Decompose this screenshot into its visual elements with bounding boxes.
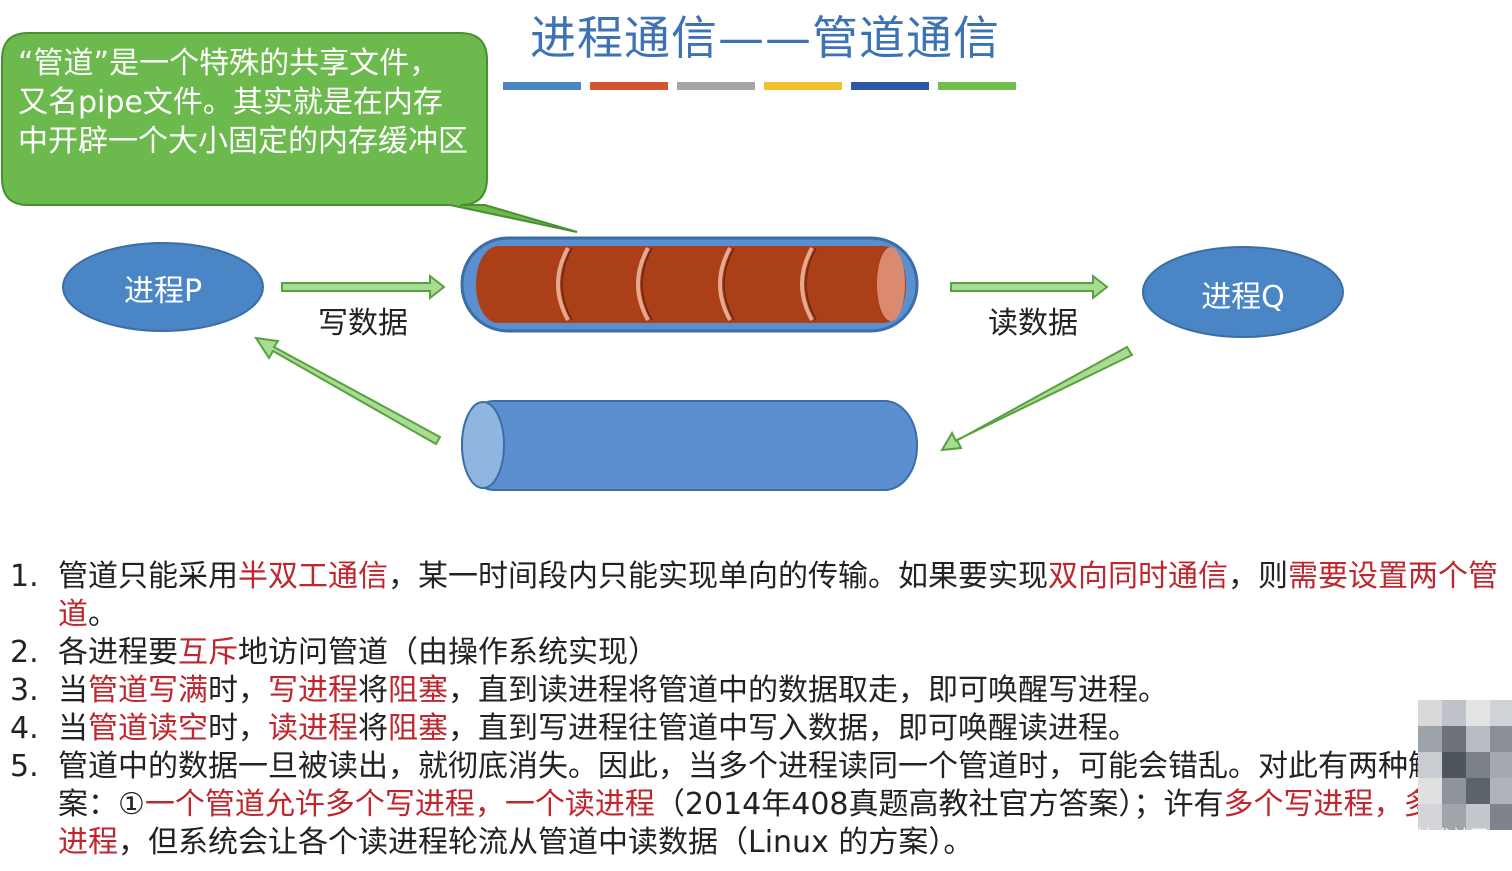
note-number: 3. (10, 673, 39, 708)
note-highlight: 阻塞 (388, 673, 448, 708)
note-text: 时， (208, 711, 268, 746)
write-arrow (281, 273, 446, 301)
notes-list: 1. 管道只能采用半双工通信，某一时间段内只能实现单向的传输。如果要实现双向同时通… (10, 558, 1510, 862)
write-data-label: 写数据 (318, 306, 408, 341)
note-highlight: 需要设置两个管道 (58, 559, 1498, 632)
title-color-bar (938, 82, 1016, 90)
note-text: 当 (58, 673, 88, 708)
title-color-bar (851, 82, 929, 90)
return-arrow-left (253, 336, 442, 446)
note-highlight: 互斥 (178, 635, 238, 670)
note-item: 2. 各进程要互斥地访问管道（由操作系统实现） (10, 634, 1510, 672)
title-color-bar (677, 82, 755, 90)
process-q-label: 进程Q (1201, 280, 1285, 315)
title-color-bar (764, 82, 842, 90)
process-p-label: 进程P (123, 274, 203, 309)
note-text: 将 (358, 673, 388, 708)
note-highlight: 阻塞 (388, 711, 448, 746)
note-item: 4. 当管道读空时，读进程将阻塞，直到写进程往管道中写入数据，即可唤醒读进程。 (10, 710, 1510, 748)
note-number: 5. (10, 749, 39, 784)
note-text: 管道只能采用 (58, 559, 238, 594)
top-pipe (460, 236, 919, 333)
note-text: ，某一时间段内只能实现单向的传输。如果要实现 (388, 559, 1048, 594)
blurred-region (1418, 700, 1512, 830)
note-highlight: 半双工通信 (238, 559, 388, 594)
note-text: 各进程要 (58, 635, 178, 670)
note-item: 5. 管道中的数据一旦被读出，就彻底消失。因此，当多个进程读同一个管道时，可能会错… (10, 748, 1510, 862)
callout-bubble (0, 32, 578, 233)
note-item: 3. 当管道写满时，写进程将阻塞，直到读进程将管道中的数据取走，即可唤醒写进程。 (10, 672, 1510, 710)
note-number: 2. (10, 635, 39, 670)
note-text: ，但系统会让各个读进程轮流从管道中读数据（Linux 的方案）。 (118, 825, 974, 860)
read-arrow (950, 273, 1109, 301)
note-text: 当 (58, 711, 88, 746)
note-text: 管道中的数据一旦被读出，就彻底消失。因此，当多个进程读同一个管道时，可能会错乱。… (58, 749, 1498, 822)
process-q-ellipse (1142, 246, 1344, 338)
callout-text: “管道”是一个特殊的共享文件，又名pipe文件。其实就是在内存中开辟一个大小固定… (18, 46, 468, 159)
note-highlight: 管道写满 (88, 673, 208, 708)
title-color-bar (503, 82, 581, 90)
title-color-bar (590, 82, 668, 90)
watermark: @稀土掘金技术社区 (1326, 827, 1488, 848)
note-highlight: 双向同时通信 (1048, 559, 1228, 594)
process-p-ellipse (62, 242, 264, 332)
note-text: （2014年408真题高教社官方答案）；许有 (654, 787, 1224, 822)
note-text: ，直到读进程将管道中的数据取走，即可唤醒写进程。 (448, 673, 1168, 708)
slide-title: 进程通信——管道通信 (530, 11, 1000, 65)
note-highlight: 读进程 (268, 711, 358, 746)
pipe-diagram (0, 32, 1344, 491)
note-text: 将 (358, 711, 388, 746)
note-highlight: 管道读空 (88, 711, 208, 746)
note-number: 4. (10, 711, 39, 746)
return-arrow-right (940, 345, 1134, 452)
note-text: 。 (88, 597, 118, 632)
note-text: ，则 (1228, 559, 1288, 594)
note-highlight: 写进程 (268, 673, 358, 708)
note-text: ，直到写进程往管道中写入数据，即可唤醒读进程。 (448, 711, 1138, 746)
note-highlight: 一个管道允许多个写进程，一个读进程 (144, 787, 655, 822)
note-text: 时， (208, 673, 268, 708)
note-text: 地访问管道（由操作系统实现） (238, 635, 658, 670)
read-data-label: 读数据 (988, 306, 1078, 341)
bottom-pipe (461, 400, 918, 491)
note-item: 1. 管道只能采用半双工通信，某一时间段内只能实现单向的传输。如果要实现双向同时通… (10, 558, 1510, 634)
note-number: 1. (10, 559, 39, 594)
